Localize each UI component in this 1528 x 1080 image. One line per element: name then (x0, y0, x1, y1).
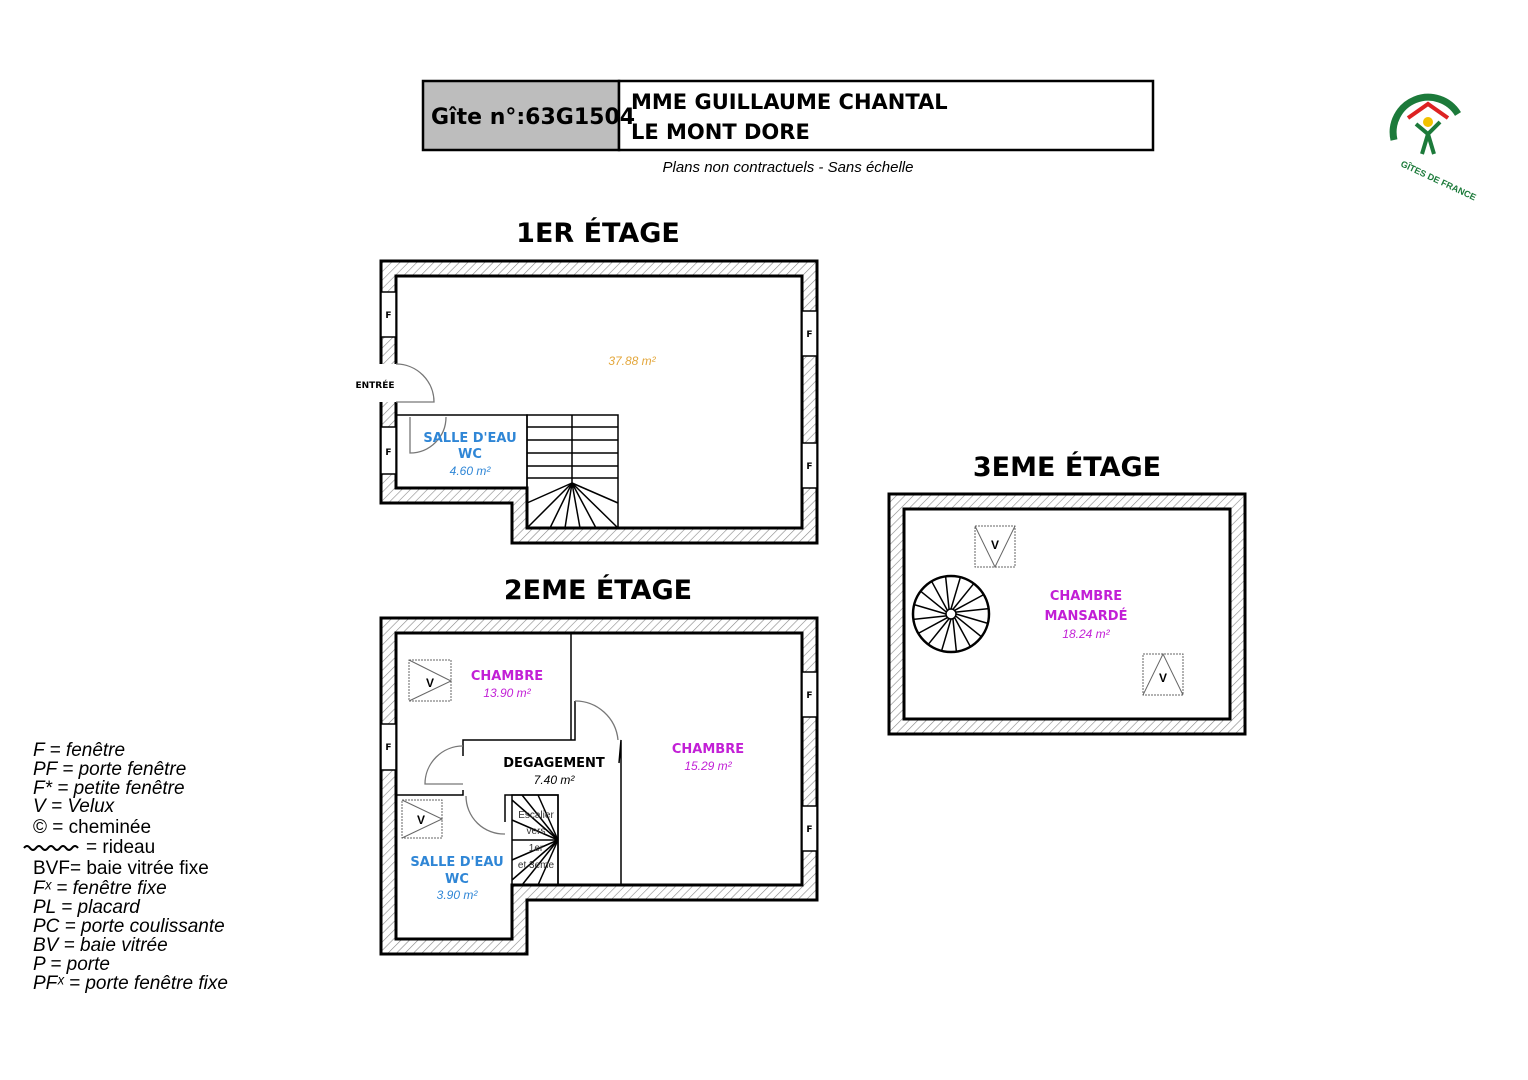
straight-staircase (526, 414, 619, 529)
floor-1-title: 1ER ÉTAGE (516, 217, 680, 249)
stair-step (950, 576, 962, 610)
disclaimer: Plans non contractuels - Sans échelle (663, 159, 914, 176)
bedroom-1-name: CHAMBRE (471, 669, 543, 684)
stair-step (954, 593, 985, 612)
attic-bedroom-area: 18.24 m² (1062, 627, 1110, 641)
bedroom-2-name: CHAMBRE (672, 742, 744, 757)
floor-2-plan: 2EME ÉTAGE F F F Escalier vers 1er (379, 574, 819, 956)
legend-item: P = porte (33, 954, 110, 975)
owner-name: MME GUILLAUME CHANTAL (631, 90, 948, 114)
bathroom-area: 4.60 m² (450, 464, 492, 478)
hall-name: DEGAGEMENT (503, 756, 605, 771)
attic-bedroom-sub: MANSARDÉ (1045, 608, 1128, 624)
stair-step (955, 613, 989, 625)
bathroom-door-swing (409, 416, 447, 454)
stair-step (955, 615, 982, 638)
entry-label: ENTRÉE (355, 379, 394, 391)
stair-step (913, 603, 947, 615)
stair-step (913, 615, 947, 621)
velux-label: V (426, 676, 434, 690)
window (380, 723, 397, 771)
stair-step (940, 618, 952, 652)
bathroom-sub: WC (445, 872, 469, 887)
legend-item: BV = baie vitrée (33, 935, 168, 956)
gite-number: Gîte n°:63G1504 (431, 105, 635, 130)
bathroom-name: SALLE D'EAU (410, 855, 503, 870)
stair-step (930, 580, 949, 611)
window (801, 442, 818, 489)
window-label: F (385, 743, 391, 753)
velux-icon: V (401, 799, 444, 839)
legend: F = fenêtre PF = porte fenêtre F* = peti… (23, 740, 228, 994)
attic-bedroom-name: CHAMBRE (1050, 589, 1122, 604)
velux-icon: V (408, 659, 453, 702)
velux-label: V (991, 538, 999, 552)
bedroom-2-area: 15.29 m² (684, 759, 732, 773)
stair-step (953, 617, 972, 648)
bedroom-door-swing (424, 745, 464, 785)
spiral-staircase (911, 574, 991, 654)
bedroom-door-swing (574, 700, 619, 741)
stairs-note: vers (527, 826, 546, 837)
floor-3-title: 3EME ÉTAGE (973, 451, 1161, 483)
owner-cell (617, 79, 1155, 152)
legend-item: PF = porte fenêtre (33, 759, 186, 780)
legend-item: Fˣ = fenêtre fixe (33, 878, 167, 899)
stair-step (952, 618, 958, 652)
legend-item: © = cheminée (33, 817, 151, 838)
velux-label: V (1159, 671, 1167, 685)
legend-item: F* = petite fenêtre (33, 778, 185, 799)
hall-area: 7.40 m² (534, 773, 576, 787)
stair-step (952, 583, 975, 610)
floor-1-plan: 1ER ÉTAGE F ENTRÉE F F F 37.88 m² SALLE … (355, 217, 819, 545)
window (380, 426, 397, 475)
window (801, 805, 818, 852)
window-label: F (806, 691, 812, 701)
stair-step (927, 618, 950, 645)
stair-step (944, 576, 950, 610)
floor-3-plan: 3EME ÉTAGE V V CHAMBRE MANSARDÉ 18.24 m² (887, 451, 1247, 736)
bedroom-1-area: 13.90 m² (483, 686, 531, 700)
legend-item: BVF= baie vitrée fixe (33, 858, 209, 879)
window-label: F (385, 311, 391, 321)
window-label: F (385, 448, 391, 458)
legend-item: = rideau (86, 837, 155, 858)
window-label: F (806, 825, 812, 835)
bathroom-sub: WC (458, 447, 482, 462)
winding-staircase (511, 794, 559, 886)
legend-item: F = fenêtre (33, 740, 125, 761)
legend-item: PFˣ = porte fenêtre fixe (33, 973, 228, 994)
velux-icon: V (974, 525, 1016, 569)
window-label: F (806, 330, 812, 340)
gites-de-france-logo: GÎTES DE FRANCE (1389, 93, 1478, 203)
velux-icon: V (1142, 652, 1184, 696)
curtain-wave-icon (23, 845, 79, 851)
stair-step (955, 607, 989, 613)
entry-door-opening (379, 364, 398, 402)
gite-number-cell (421, 79, 621, 152)
stair-step (917, 616, 948, 635)
window (801, 310, 818, 357)
window (380, 291, 397, 338)
window-label: F (806, 462, 812, 472)
svg-text:GÎTES DE FRANCE: GÎTES DE FRANCE (1399, 158, 1478, 203)
stairs-note: 1er (529, 843, 544, 854)
legend-item: V = Velux (33, 796, 116, 817)
location: LE MONT DORE (631, 120, 810, 144)
legend-item: PC = porte coulissante (33, 916, 225, 937)
stairs-note: Escalier (518, 810, 554, 821)
bathroom-door-swing (465, 795, 506, 835)
velux-label: V (417, 813, 425, 827)
floor-2-title: 2EME ÉTAGE (504, 574, 692, 606)
stair-step (920, 590, 947, 613)
window (801, 671, 818, 718)
stairs-note: et 3eme (518, 860, 555, 871)
bathroom-area: 3.90 m² (437, 888, 479, 902)
entry-door-swing (395, 363, 435, 403)
bathroom-name: SALLE D'EAU (423, 431, 516, 446)
living-area: 37.88 m² (608, 354, 656, 368)
floor-3-interior (902, 507, 1232, 721)
title-block: Gîte n°:63G1504 MME GUILLAUME CHANTAL LE… (421, 79, 1155, 176)
legend-item: PL = placard (33, 897, 141, 918)
